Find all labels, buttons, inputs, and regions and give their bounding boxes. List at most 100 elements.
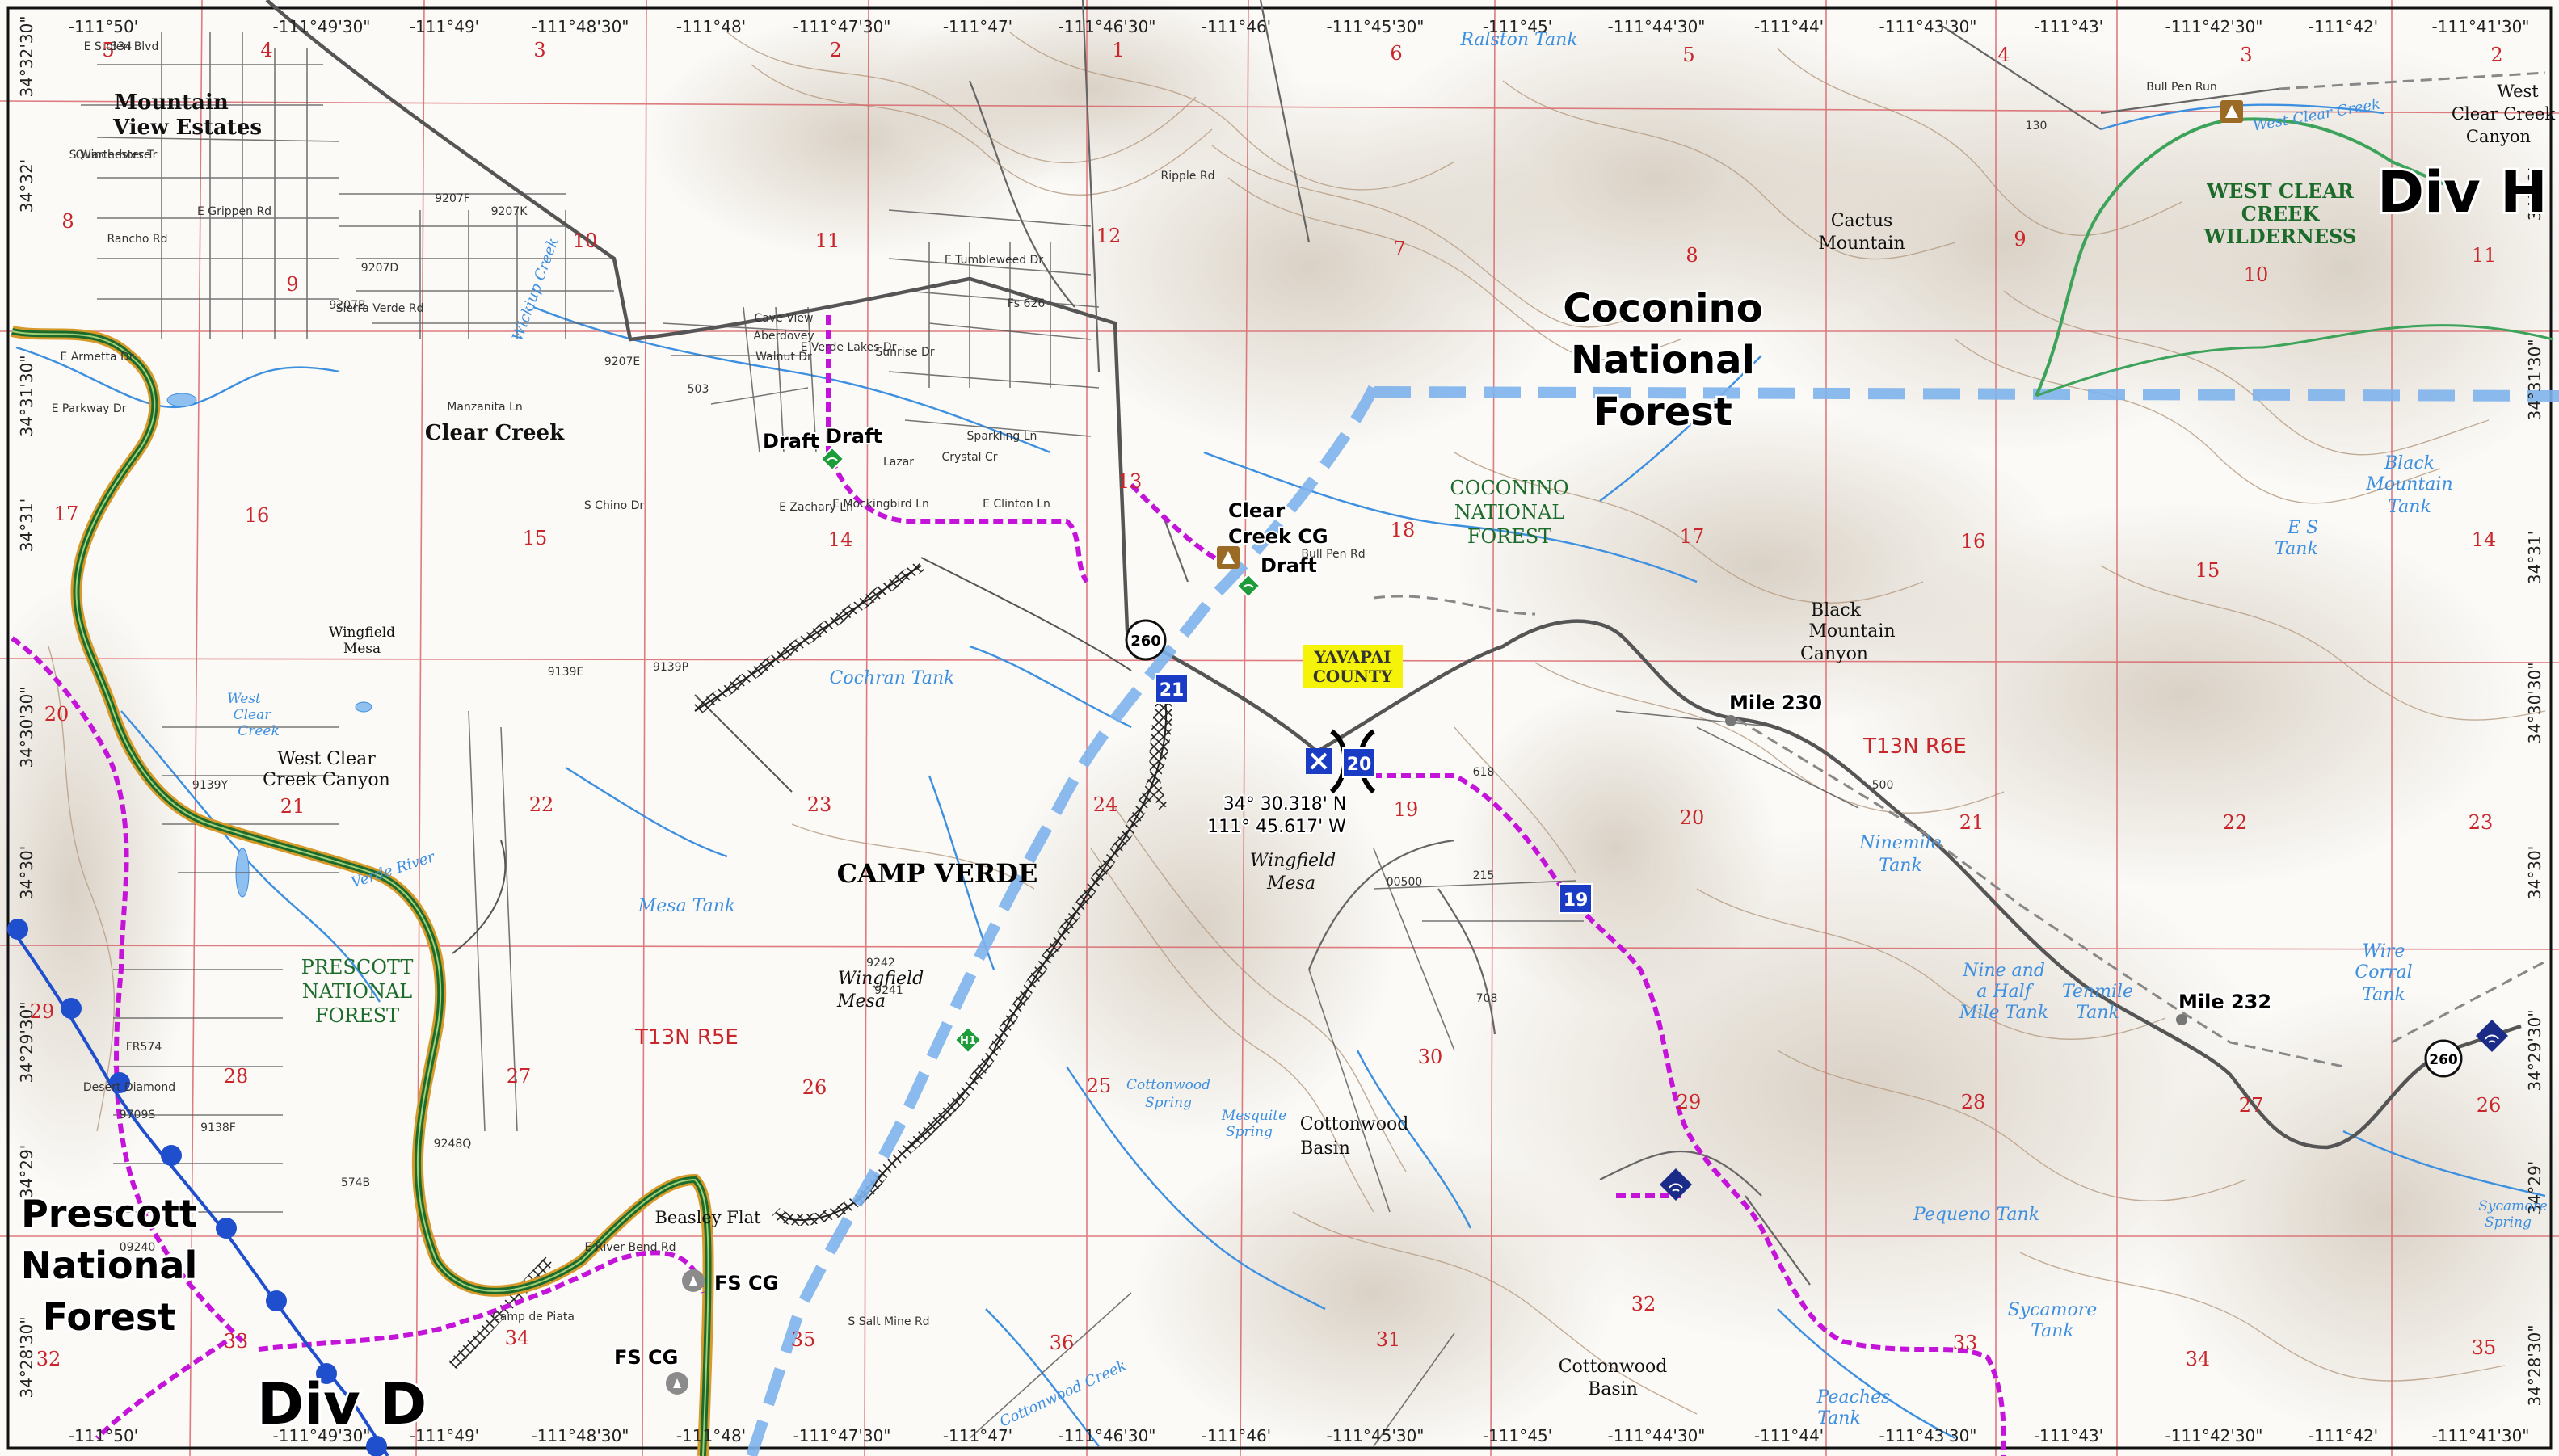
longitude-tick: -111°48'30" xyxy=(532,1426,629,1445)
milepost-marker[interactable] xyxy=(2176,1014,2187,1025)
latitude-tick: 34°32' xyxy=(2525,167,2544,221)
latitude-tick: 34°29' xyxy=(17,1145,36,1198)
longitude-tick: -111°42' xyxy=(2309,1426,2378,1445)
section-number: 22 xyxy=(2223,811,2248,834)
street-label: 9248Q xyxy=(434,1138,472,1151)
forest-label-line: National xyxy=(1571,338,1755,383)
longitude-tick: -111°45' xyxy=(1483,1426,1552,1445)
section-number: 34 xyxy=(505,1327,530,1349)
place-label: Mesa xyxy=(343,641,381,657)
longitude-tick: -111°44' xyxy=(1754,17,1824,36)
coordinate-readout: 34° 30.318' N 111° 45.617' W xyxy=(1206,793,1348,839)
longitude-tick: -111°44'30" xyxy=(1608,17,1706,36)
water-label: Ninemile xyxy=(1858,833,1941,853)
forest-label-line: NATIONAL xyxy=(302,980,413,1003)
section-number: 27 xyxy=(507,1065,532,1088)
draft-icon[interactable] xyxy=(1235,573,1261,599)
longitude-tick: -111°46' xyxy=(1202,17,1271,36)
street-label: 9139P xyxy=(653,661,688,674)
street-label: Rancho Rd xyxy=(107,233,167,246)
street-label: 9241 xyxy=(874,984,903,997)
forest-label-line: National xyxy=(21,1243,197,1287)
water-label: Nine and xyxy=(1962,961,2045,981)
markers[interactable]: H1 260 260 21 xyxy=(666,100,2508,1395)
water-label: Spring xyxy=(1226,1124,1273,1140)
route-shield[interactable]: 260 xyxy=(2424,1039,2463,1078)
facility-label: Draft xyxy=(826,425,882,448)
latitude-tick: 34°29'30" xyxy=(17,1001,36,1083)
helispot-label: H1 xyxy=(960,1035,976,1047)
place-label: View Estates xyxy=(112,116,262,140)
water-label: Black xyxy=(2384,453,2435,473)
section-number: 22 xyxy=(529,793,554,816)
incident-icon[interactable] xyxy=(1306,748,1332,774)
township-label: T13N R5E xyxy=(634,1025,739,1050)
forest-label-line: Prescott xyxy=(21,1192,197,1235)
latitude-tick: 34°30'30" xyxy=(2525,662,2544,743)
fs-campground-icon[interactable] xyxy=(682,1269,705,1292)
drop-point-label: 21 xyxy=(1160,680,1185,701)
section-number: 14 xyxy=(2472,528,2497,551)
section-number: 13 xyxy=(1117,470,1143,493)
section-number: 33 xyxy=(1953,1332,1978,1354)
forest-label-line: Forest xyxy=(1593,389,1732,435)
forest-label-line: FOREST xyxy=(315,1004,399,1027)
longitude-tick: -111°50' xyxy=(69,1426,138,1445)
street-label: Quarterhorse xyxy=(76,149,151,162)
longitude-tick: -111°47' xyxy=(943,17,1012,36)
latitude-tick: 34°29' xyxy=(2525,1161,2544,1214)
section-number: 15 xyxy=(523,527,548,549)
water-label: Sycamore xyxy=(2478,1198,2547,1214)
section-number: 28 xyxy=(224,1065,249,1088)
water-label: Tank xyxy=(2362,985,2405,1005)
section-number: 5 xyxy=(1682,44,1694,66)
street-label: 9207B xyxy=(329,299,365,312)
campground-icon[interactable] xyxy=(2220,100,2243,123)
street-label: Crystal Cr xyxy=(941,451,997,464)
helispot-icon[interactable]: H1 xyxy=(953,1025,983,1054)
prescott-nf-small-label: PRESCOTT NATIONAL FOREST xyxy=(301,956,414,1027)
county-label: YAVAPAI COUNTY xyxy=(1303,645,1403,688)
bottom-longitude-ticks: -111°50'-111°49'30"-111°49'-111°48'30"-1… xyxy=(69,1426,2530,1445)
place-label: Wingfield xyxy=(1250,851,1336,871)
drop-point-icon[interactable]: 20 xyxy=(1342,747,1376,778)
repeater-icon[interactable] xyxy=(2476,1020,2508,1052)
forest-label-line: Coconino xyxy=(1563,286,1762,331)
drop-point-icon[interactable]: 21 xyxy=(1155,673,1189,704)
facility-label: Creek CG xyxy=(1228,525,1328,548)
top-longitude-ticks: -111°50'-111°49'30"-111°49'-111°48'30"-1… xyxy=(69,17,2530,36)
section-number: 8 xyxy=(1686,244,1698,267)
water-label: Tank xyxy=(2388,497,2431,517)
section-number: 30 xyxy=(1418,1046,1443,1068)
section-number: 33 xyxy=(224,1330,249,1353)
drop-point-icon[interactable]: 19 xyxy=(1559,883,1593,914)
street-label: Lazar xyxy=(883,456,914,469)
draft-icon[interactable] xyxy=(819,446,845,472)
streets xyxy=(81,32,1859,1447)
street-label: Sierra Verde Rd xyxy=(336,302,424,315)
place-label: Clear Creek xyxy=(2452,104,2555,124)
street-label: E Armetta Dr xyxy=(60,351,133,364)
longitude-tick: -111°45' xyxy=(1483,17,1552,36)
prescott-nf-boundary xyxy=(11,326,714,1456)
street-label: 503 xyxy=(688,383,709,396)
street-label: 9207D xyxy=(361,262,398,275)
street-label: 215 xyxy=(1473,869,1495,882)
longitude-tick: -111°47' xyxy=(943,1426,1012,1445)
section-number: 7 xyxy=(1393,238,1405,260)
section-number: 25 xyxy=(1087,1075,1112,1097)
repeater-icon[interactable] xyxy=(1660,1168,1692,1201)
campground-icon[interactable] xyxy=(1217,546,1240,569)
longitude-tick: -111°49' xyxy=(410,1426,479,1445)
fs-campground-icon[interactable] xyxy=(666,1372,688,1395)
section-number: 21 xyxy=(1959,811,1984,834)
street-label: 9138F xyxy=(200,1121,236,1134)
longitude-tick: -111°43' xyxy=(2034,1426,2103,1445)
milepost-marker[interactable] xyxy=(1725,715,1736,726)
route-shield[interactable]: 260 xyxy=(1125,619,1167,661)
section-number: 3 xyxy=(533,39,545,61)
longitude-tick: -111°46'30" xyxy=(1059,17,1156,36)
